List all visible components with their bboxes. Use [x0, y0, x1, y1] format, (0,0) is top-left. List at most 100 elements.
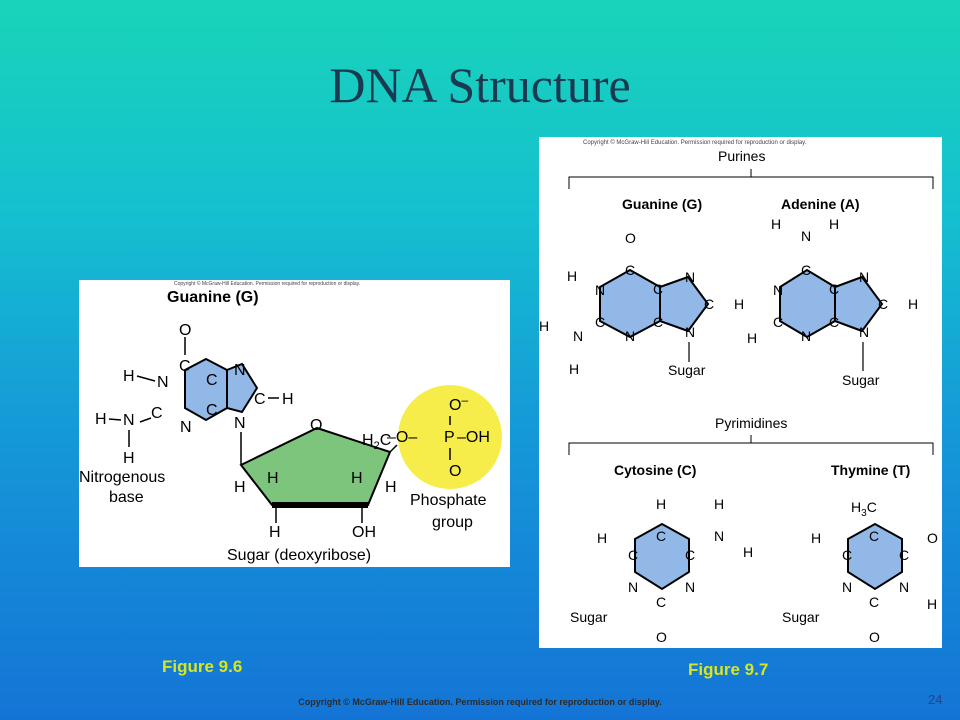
imidazole-ring [226, 362, 259, 414]
adenine-ring-5 [834, 275, 884, 333]
sugar-bonds [275, 444, 398, 523]
svg-text:N: N [859, 269, 869, 285]
copyright-footer: Copyright © McGraw-Hill Education. Permi… [298, 697, 662, 707]
svg-text:H: H [597, 530, 607, 546]
figure-9-6-caption: Figure 9.6 [162, 657, 243, 676]
slide-title: DNA Structure [329, 57, 631, 113]
svg-text:H: H [734, 296, 744, 312]
svg-text:N: N [773, 282, 783, 298]
svg-text:–O–: –O– [387, 429, 417, 446]
svg-text:C: C [869, 594, 879, 610]
svg-text:P: P [444, 429, 455, 446]
nucleotide-diagram: Copyright © McGraw-Hill Education. Permi… [79, 280, 502, 564]
svg-text:H3C: H3C [851, 499, 877, 519]
svg-text:H: H [385, 479, 397, 496]
svg-text:O: O [179, 322, 191, 339]
svg-text:N: N [595, 282, 605, 298]
svg-text:H: H [269, 524, 281, 541]
svg-text:Sugar: Sugar [782, 609, 820, 625]
svg-text:N: N [234, 362, 246, 379]
svg-text:N: N [180, 419, 192, 436]
figure-9-7-caption: Figure 9.7 [688, 660, 769, 679]
svg-text:H: H [539, 318, 549, 334]
svg-text:N: N [157, 374, 169, 391]
sugar-deoxyribose-label: Sugar (deoxyribose) [227, 547, 371, 564]
svg-text:O: O [656, 629, 667, 645]
svg-text:N: N [573, 328, 583, 344]
svg-text:C: C [628, 547, 638, 563]
guanine-title: Guanine (G) [622, 196, 702, 212]
svg-text:O: O [625, 230, 636, 246]
thymine-ring [847, 522, 903, 591]
svg-text:C: C [179, 358, 191, 375]
svg-text:N: N [123, 412, 135, 429]
svg-text:C: C [685, 547, 695, 563]
phosphate-group-label-1: Phosphate [410, 492, 487, 509]
svg-text:C: C [625, 262, 635, 278]
svg-text:C: C [801, 262, 811, 278]
svg-text:C: C [829, 314, 839, 330]
svg-text:N: N [234, 415, 246, 432]
purines-bracket [568, 169, 934, 189]
svg-text:N: N [628, 579, 638, 595]
guanine-heading: Guanine (G) [167, 289, 259, 306]
guanine-ring-5 [659, 275, 710, 333]
svg-text:C: C [704, 296, 714, 312]
svg-text:C: C [254, 391, 266, 408]
svg-text:H: H [771, 216, 781, 232]
svg-text:O: O [449, 463, 461, 480]
phosphate-atom-labels: –O– P –OH O– O [387, 393, 490, 480]
svg-text:H: H [123, 368, 135, 385]
svg-text:N: N [685, 579, 695, 595]
svg-text:N: N [801, 228, 811, 244]
figure-9-6-nucleotide: Copyright © McGraw-Hill Education. Permi… [79, 280, 510, 567]
svg-text:N: N [859, 324, 869, 340]
page-number: 24 [928, 692, 943, 707]
svg-text:H: H [908, 296, 918, 312]
svg-text:C: C [653, 314, 663, 330]
ch2-label: H2C [362, 432, 391, 452]
svg-text:C: C [656, 528, 666, 544]
svg-text:Sugar: Sugar [842, 372, 880, 388]
pyrimidines-label: Pyrimidines [715, 415, 787, 431]
svg-text:N: N [685, 269, 695, 285]
nitrogenous-base-label-2: base [109, 489, 144, 506]
adenine-ring-6 [779, 268, 836, 339]
svg-text:C: C [206, 372, 218, 389]
svg-text:H: H [743, 544, 753, 560]
cytosine-title: Cytosine (C) [614, 462, 696, 478]
svg-text:N: N [714, 528, 724, 544]
svg-text:C: C [869, 528, 879, 544]
bases-diagram: Copyright © McGraw-Hill Education. Permi… [539, 139, 938, 645]
nitrogenous-base-label-1: Nitrogenous [79, 469, 165, 486]
svg-text:C: C [656, 594, 666, 610]
svg-text:N: N [899, 579, 909, 595]
svg-text:–OH: –OH [457, 429, 490, 446]
sugar-atom-labels: O H H H H H OH [234, 417, 397, 541]
svg-text:H: H [656, 496, 666, 512]
cytosine-ring [634, 522, 690, 591]
svg-text:Sugar: Sugar [668, 362, 706, 378]
svg-text:C: C [206, 402, 218, 419]
svg-text:O: O [310, 417, 322, 434]
phosphate-group-label-2: group [432, 514, 473, 531]
svg-text:H: H [567, 268, 577, 284]
svg-text:C: C [829, 281, 839, 297]
svg-text:N: N [842, 579, 852, 595]
svg-text:H: H [927, 596, 937, 612]
figure-copyright: Copyright © McGraw-Hill Education. Permi… [174, 280, 360, 287]
guanine-bonds [108, 337, 279, 464]
svg-text:H: H [267, 470, 279, 487]
svg-text:H: H [829, 216, 839, 232]
svg-text:C: C [151, 405, 163, 422]
svg-text:O: O [927, 530, 938, 546]
guanine-atom-labels: O C N H C N C H C N C N N H H [95, 322, 294, 467]
svg-text:N: N [801, 328, 811, 344]
svg-text:OH: OH [352, 524, 376, 541]
svg-text:H: H [747, 330, 757, 346]
svg-text:H: H [569, 361, 579, 377]
